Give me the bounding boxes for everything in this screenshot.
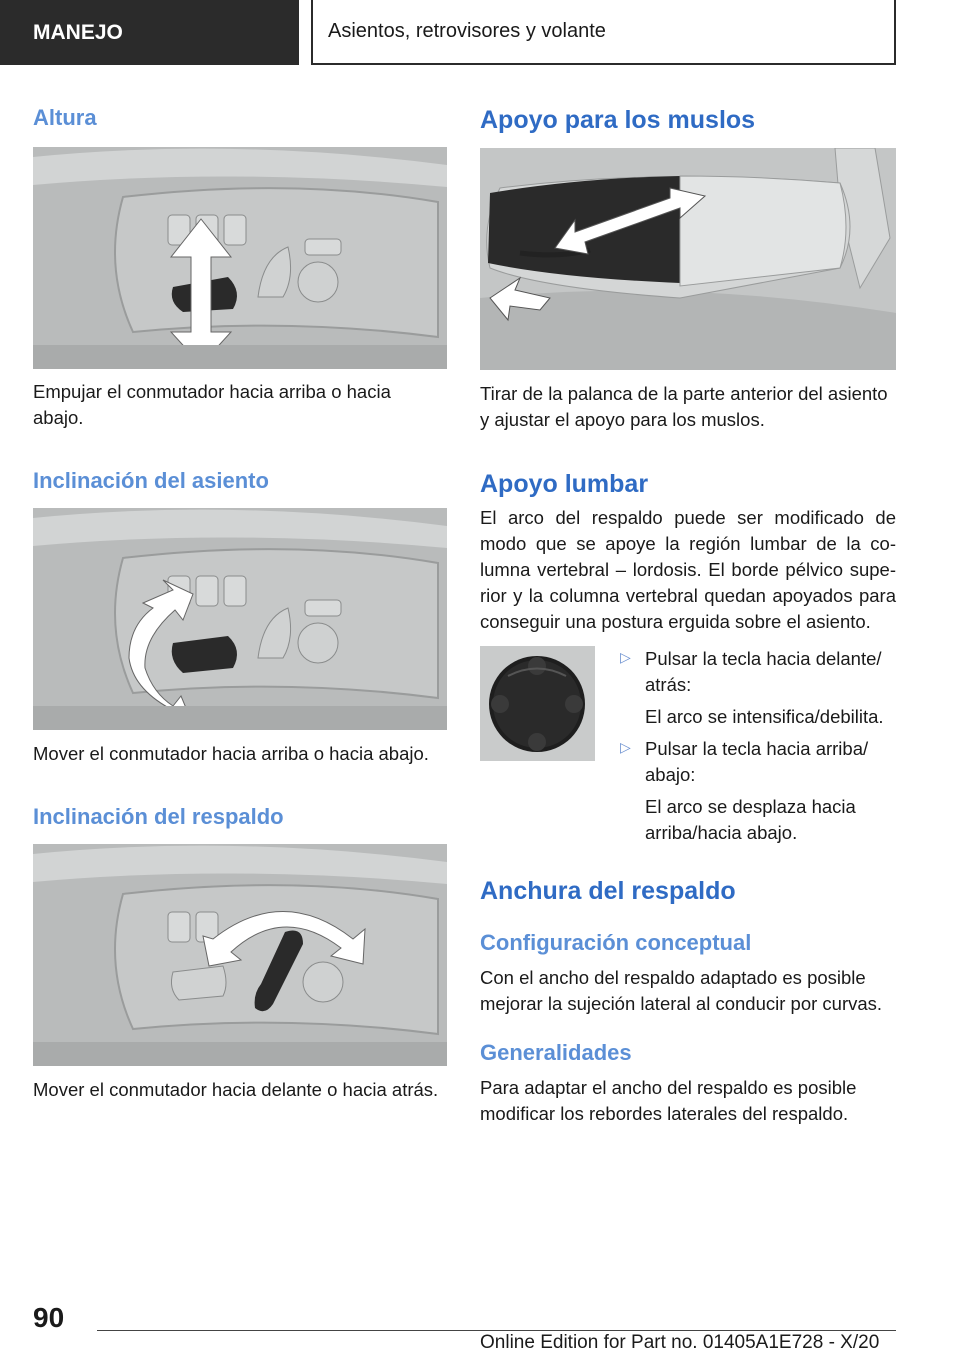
body-apoyo-lumbar: El arco del respaldo puede ser modificad…	[480, 507, 896, 632]
lumbar-instructions: ▷ Pulsar la tecla hacia delante/ atrás: …	[620, 646, 896, 846]
lumbar-button-image	[480, 646, 595, 761]
caption-altura: Empujar el conmutador hacia arriba o hac…	[33, 381, 391, 428]
heading-apoyo-lumbar: Apoyo lumbar	[480, 470, 649, 498]
page-number: 90	[33, 1302, 65, 1333]
triangle-bullet-icon: ▷	[620, 649, 631, 665]
body-generalidades: Para adaptar el ancho del respaldo es po…	[480, 1077, 857, 1124]
figure-inclinacion-asiento	[33, 508, 447, 730]
body-configuracion-conceptual: Con el ancho del respaldo adaptado es po…	[480, 967, 883, 1014]
section-label: MANEJO	[33, 20, 123, 44]
footer-divider	[97, 1330, 896, 1331]
heading-altura: Altura	[33, 105, 97, 130]
figure-altura	[33, 147, 447, 369]
heading-anchura-respaldo: Anchura del respaldo	[480, 877, 736, 905]
heading-generalidades: Generalidades	[480, 1040, 632, 1065]
list-item: ▷ Pulsar la tecla hacia arriba/ abajo: E…	[620, 736, 896, 846]
list-item: ▷ Pulsar la tecla hacia delante/ atrás: …	[620, 646, 896, 730]
heading-inclinacion-respaldo: Inclinación del respaldo	[33, 804, 284, 829]
figure-apoyo-muslos	[480, 148, 896, 370]
figure-inclinacion-respaldo	[33, 844, 447, 1066]
caption-inclinacion-respaldo: Mover el conmutador hacia delante o haci…	[33, 1079, 439, 1100]
heading-apoyo-muslos: Apoyo para los muslos	[480, 106, 756, 134]
heading-configuracion-conceptual: Configuración conceptual	[480, 930, 752, 955]
chapter-tab: Asientos, retrovisores y volante	[311, 0, 896, 65]
bullet-action: Pulsar la tecla hacia arriba/ abajo:	[645, 738, 869, 785]
caption-apoyo-muslos: Tirar de la palanca de la parte anterior…	[480, 383, 888, 430]
section-tab: MANEJO	[0, 0, 299, 65]
edition-note: Online Edition for Part no. 01405A1E728 …	[480, 1332, 880, 1353]
heading-inclinacion-asiento: Inclinación del asiento	[33, 468, 269, 493]
lumbar-block: ▷ Pulsar la tecla hacia delante/ atrás: …	[480, 646, 896, 846]
bullet-action: Pulsar la tecla hacia delante/ atrás:	[645, 648, 882, 695]
triangle-bullet-icon: ▷	[620, 739, 631, 755]
bullet-result: El arco se intensifica/debilita.	[645, 706, 884, 727]
bullet-result: El arco se desplaza hacia arriba/hacia a…	[645, 796, 856, 843]
caption-inclinacion-asiento: Mover el conmutador hacia arriba o hacia…	[33, 743, 429, 764]
chapter-label: Asientos, retrovisores y volante	[328, 20, 606, 42]
